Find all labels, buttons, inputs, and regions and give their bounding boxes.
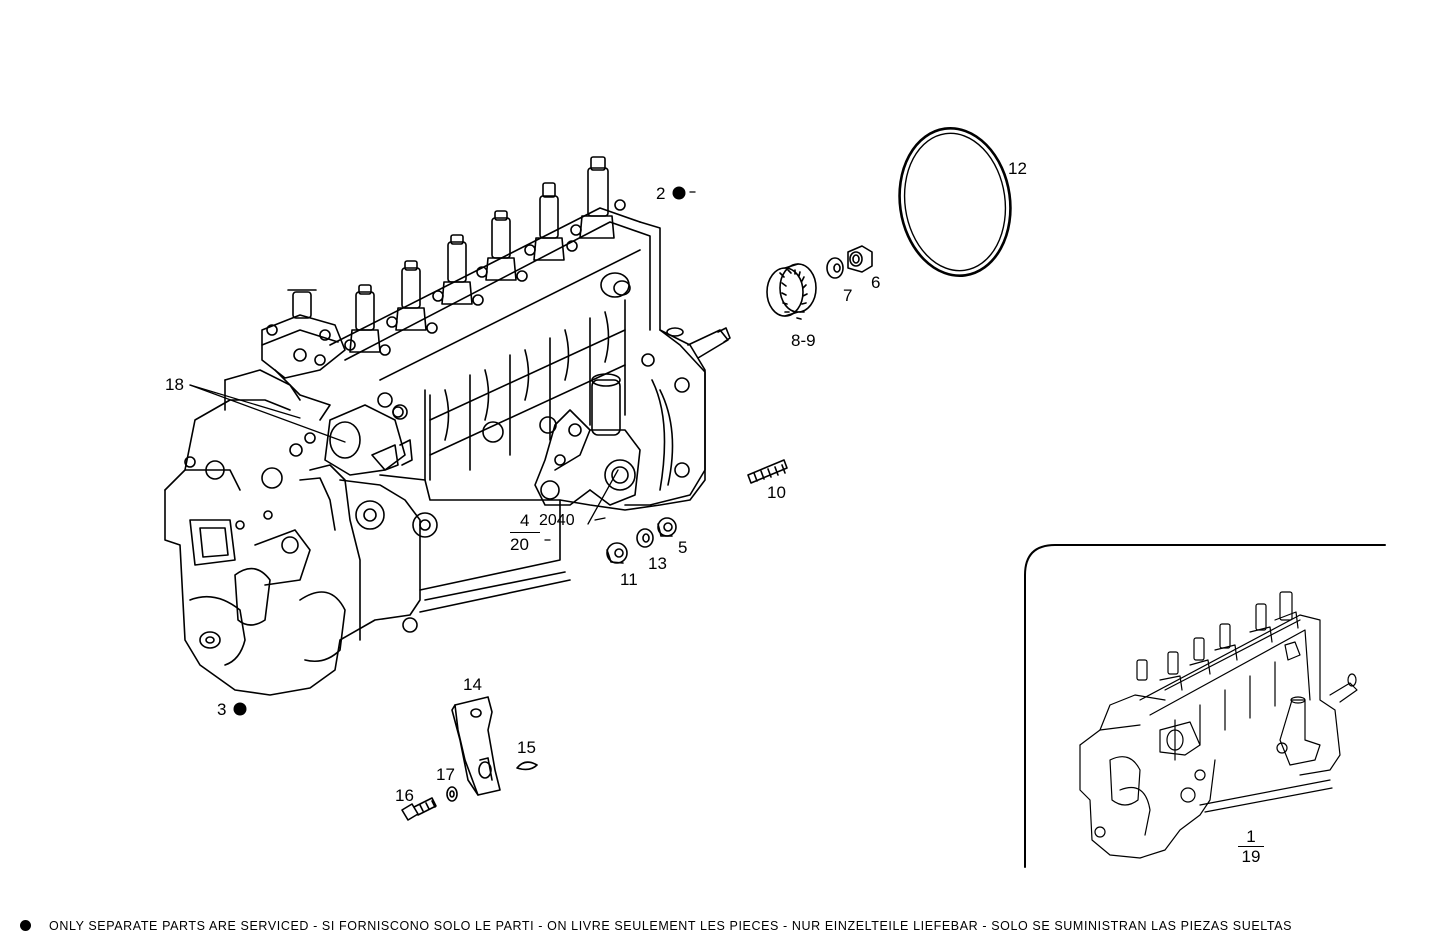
washer-7 — [826, 257, 844, 279]
washer-17 — [446, 786, 458, 802]
callout-2: 2 — [656, 184, 666, 203]
callout-8-9: 8-9 — [791, 331, 816, 350]
assembled-pump-thumbnail — [1079, 591, 1358, 859]
non-serviceable-marker-2 — [672, 186, 686, 200]
callout-16: 16 — [395, 786, 414, 805]
stud-10 — [747, 459, 788, 484]
nut-11 — [606, 542, 628, 564]
washer-13 — [636, 528, 654, 548]
inset-numerator: 1 — [1238, 827, 1264, 847]
callout-20: 20 — [510, 535, 529, 554]
footer-note-text: ONLY SEPARATE PARTS ARE SERVICED - SI FO… — [49, 919, 1293, 933]
callout-7: 7 — [843, 286, 853, 305]
callout-4-20-divider — [510, 532, 540, 533]
o-ring-12 — [898, 127, 1012, 277]
bracket-14 — [451, 696, 501, 796]
callout-12: 12 — [1008, 159, 1027, 178]
injection-pump-body — [164, 156, 731, 696]
callout-10: 10 — [767, 483, 786, 502]
nut-6 — [847, 245, 873, 273]
drive-gear-8-9 — [766, 263, 817, 320]
callout-3: 3 — [217, 700, 227, 719]
callout-11: 11 — [620, 570, 638, 589]
inset-denominator: 19 — [1241, 847, 1261, 866]
footer-note: ONLY SEPARATE PARTS ARE SERVICED - SI FO… — [20, 919, 1440, 933]
callout-4: 4 — [520, 511, 530, 530]
callout-13: 13 — [648, 554, 667, 573]
bullet-dot-icon — [20, 920, 31, 931]
callout-17: 17 — [436, 765, 455, 784]
nut-5 — [657, 517, 677, 537]
non-serviceable-marker-3 — [233, 702, 247, 716]
callout-15: 15 — [517, 738, 536, 757]
callout-18: 18 — [165, 375, 184, 394]
woodruff-key-15 — [516, 761, 538, 771]
callout-2040: 2040 — [539, 512, 575, 529]
screw-16 — [401, 797, 437, 821]
callout-5: 5 — [678, 538, 688, 557]
inset-frame — [1024, 544, 1386, 868]
callout-14: 14 — [463, 675, 482, 694]
leader-lines — [189, 191, 696, 541]
inset-reference-fraction: 1 19 — [1238, 827, 1264, 866]
callout-6: 6 — [871, 273, 881, 292]
